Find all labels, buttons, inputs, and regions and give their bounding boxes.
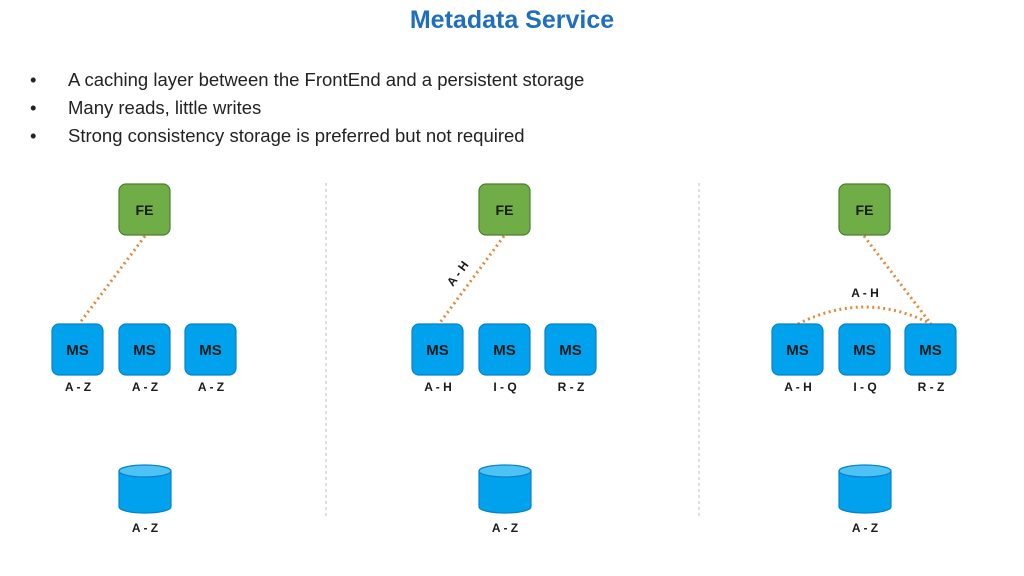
- ms-label: MS: [853, 342, 876, 359]
- ms-box: MS: [904, 323, 957, 376]
- fe-ms-connector: [862, 235, 933, 325]
- bullet-marker: •: [30, 69, 37, 90]
- database-icon: [118, 464, 172, 514]
- fe-ms-connector: [77, 235, 147, 325]
- ms-box: MS: [544, 323, 597, 376]
- ms-range-label: A - Z: [65, 380, 91, 394]
- ms-label: MS: [426, 342, 449, 359]
- database-icon: [838, 464, 892, 514]
- fe-ms-connector: [437, 235, 506, 325]
- fe-label: FE: [496, 202, 514, 218]
- db-range-label: A - Z: [852, 521, 878, 535]
- ms-box: MS: [478, 323, 531, 376]
- ms-ms-forward-arc: [797, 305, 932, 326]
- ms-box: MS: [771, 323, 824, 376]
- ms-box: MS: [838, 323, 891, 376]
- bullet-marker: •: [30, 125, 37, 146]
- ms-box: MS: [118, 323, 171, 376]
- ms-range-label: I - Q: [493, 380, 516, 394]
- fe-box: FE: [478, 183, 531, 236]
- ms-range-label: R - Z: [918, 380, 945, 394]
- ms-range-label: R - Z: [558, 380, 585, 394]
- ms-box: MS: [184, 323, 237, 376]
- ms-label: MS: [493, 342, 516, 359]
- db-range-label: A - Z: [492, 521, 518, 535]
- fe-box: FE: [838, 183, 891, 236]
- ms-label: MS: [559, 342, 582, 359]
- ms-range-label: I - Q: [853, 380, 876, 394]
- bullet-text: Many reads, little writes: [68, 97, 262, 118]
- ms-range-label: A - H: [424, 380, 452, 394]
- bullet-item: • Many reads, little writes: [30, 94, 584, 122]
- database-icon: [478, 464, 532, 514]
- bullet-text: A caching layer between the FrontEnd and…: [68, 69, 585, 90]
- fe-label: FE: [136, 202, 154, 218]
- ms-box: MS: [411, 323, 464, 376]
- bullet-marker: •: [30, 97, 37, 118]
- page-title: Metadata Service: [409, 6, 615, 34]
- bullet-item: • Strong consistency storage is preferred…: [30, 122, 584, 150]
- ms-box: MS: [51, 323, 104, 376]
- bullet-item: • A caching layer between the FrontEnd an…: [30, 66, 584, 94]
- ms-label: MS: [199, 342, 222, 359]
- ms-range-label: A - Z: [132, 380, 158, 394]
- ms-label: MS: [133, 342, 156, 359]
- ms-label: MS: [919, 342, 942, 359]
- db-range-label: A - Z: [132, 521, 158, 535]
- panel-1: FE MS A - Z MS A - Z MS A - Z A - Z: [51, 183, 237, 535]
- ms-range-label: A - H: [784, 380, 812, 394]
- connector-range-label: A - H: [851, 286, 879, 300]
- bullet-text: Strong consistency storage is preferred …: [68, 125, 525, 146]
- ms-range-label: A - Z: [198, 380, 224, 394]
- ms-label: MS: [786, 342, 809, 359]
- panel-2: A - H FE MS A - H MS I - Q MS R - Z A - …: [411, 183, 597, 535]
- panel-3: A - H FE MS A - H MS I - Q MS R - Z A - …: [771, 183, 957, 535]
- fe-label: FE: [856, 202, 874, 218]
- bullet-list: • A caching layer between the FrontEnd an…: [30, 66, 584, 150]
- ms-label: MS: [66, 342, 89, 359]
- fe-box: FE: [118, 183, 171, 236]
